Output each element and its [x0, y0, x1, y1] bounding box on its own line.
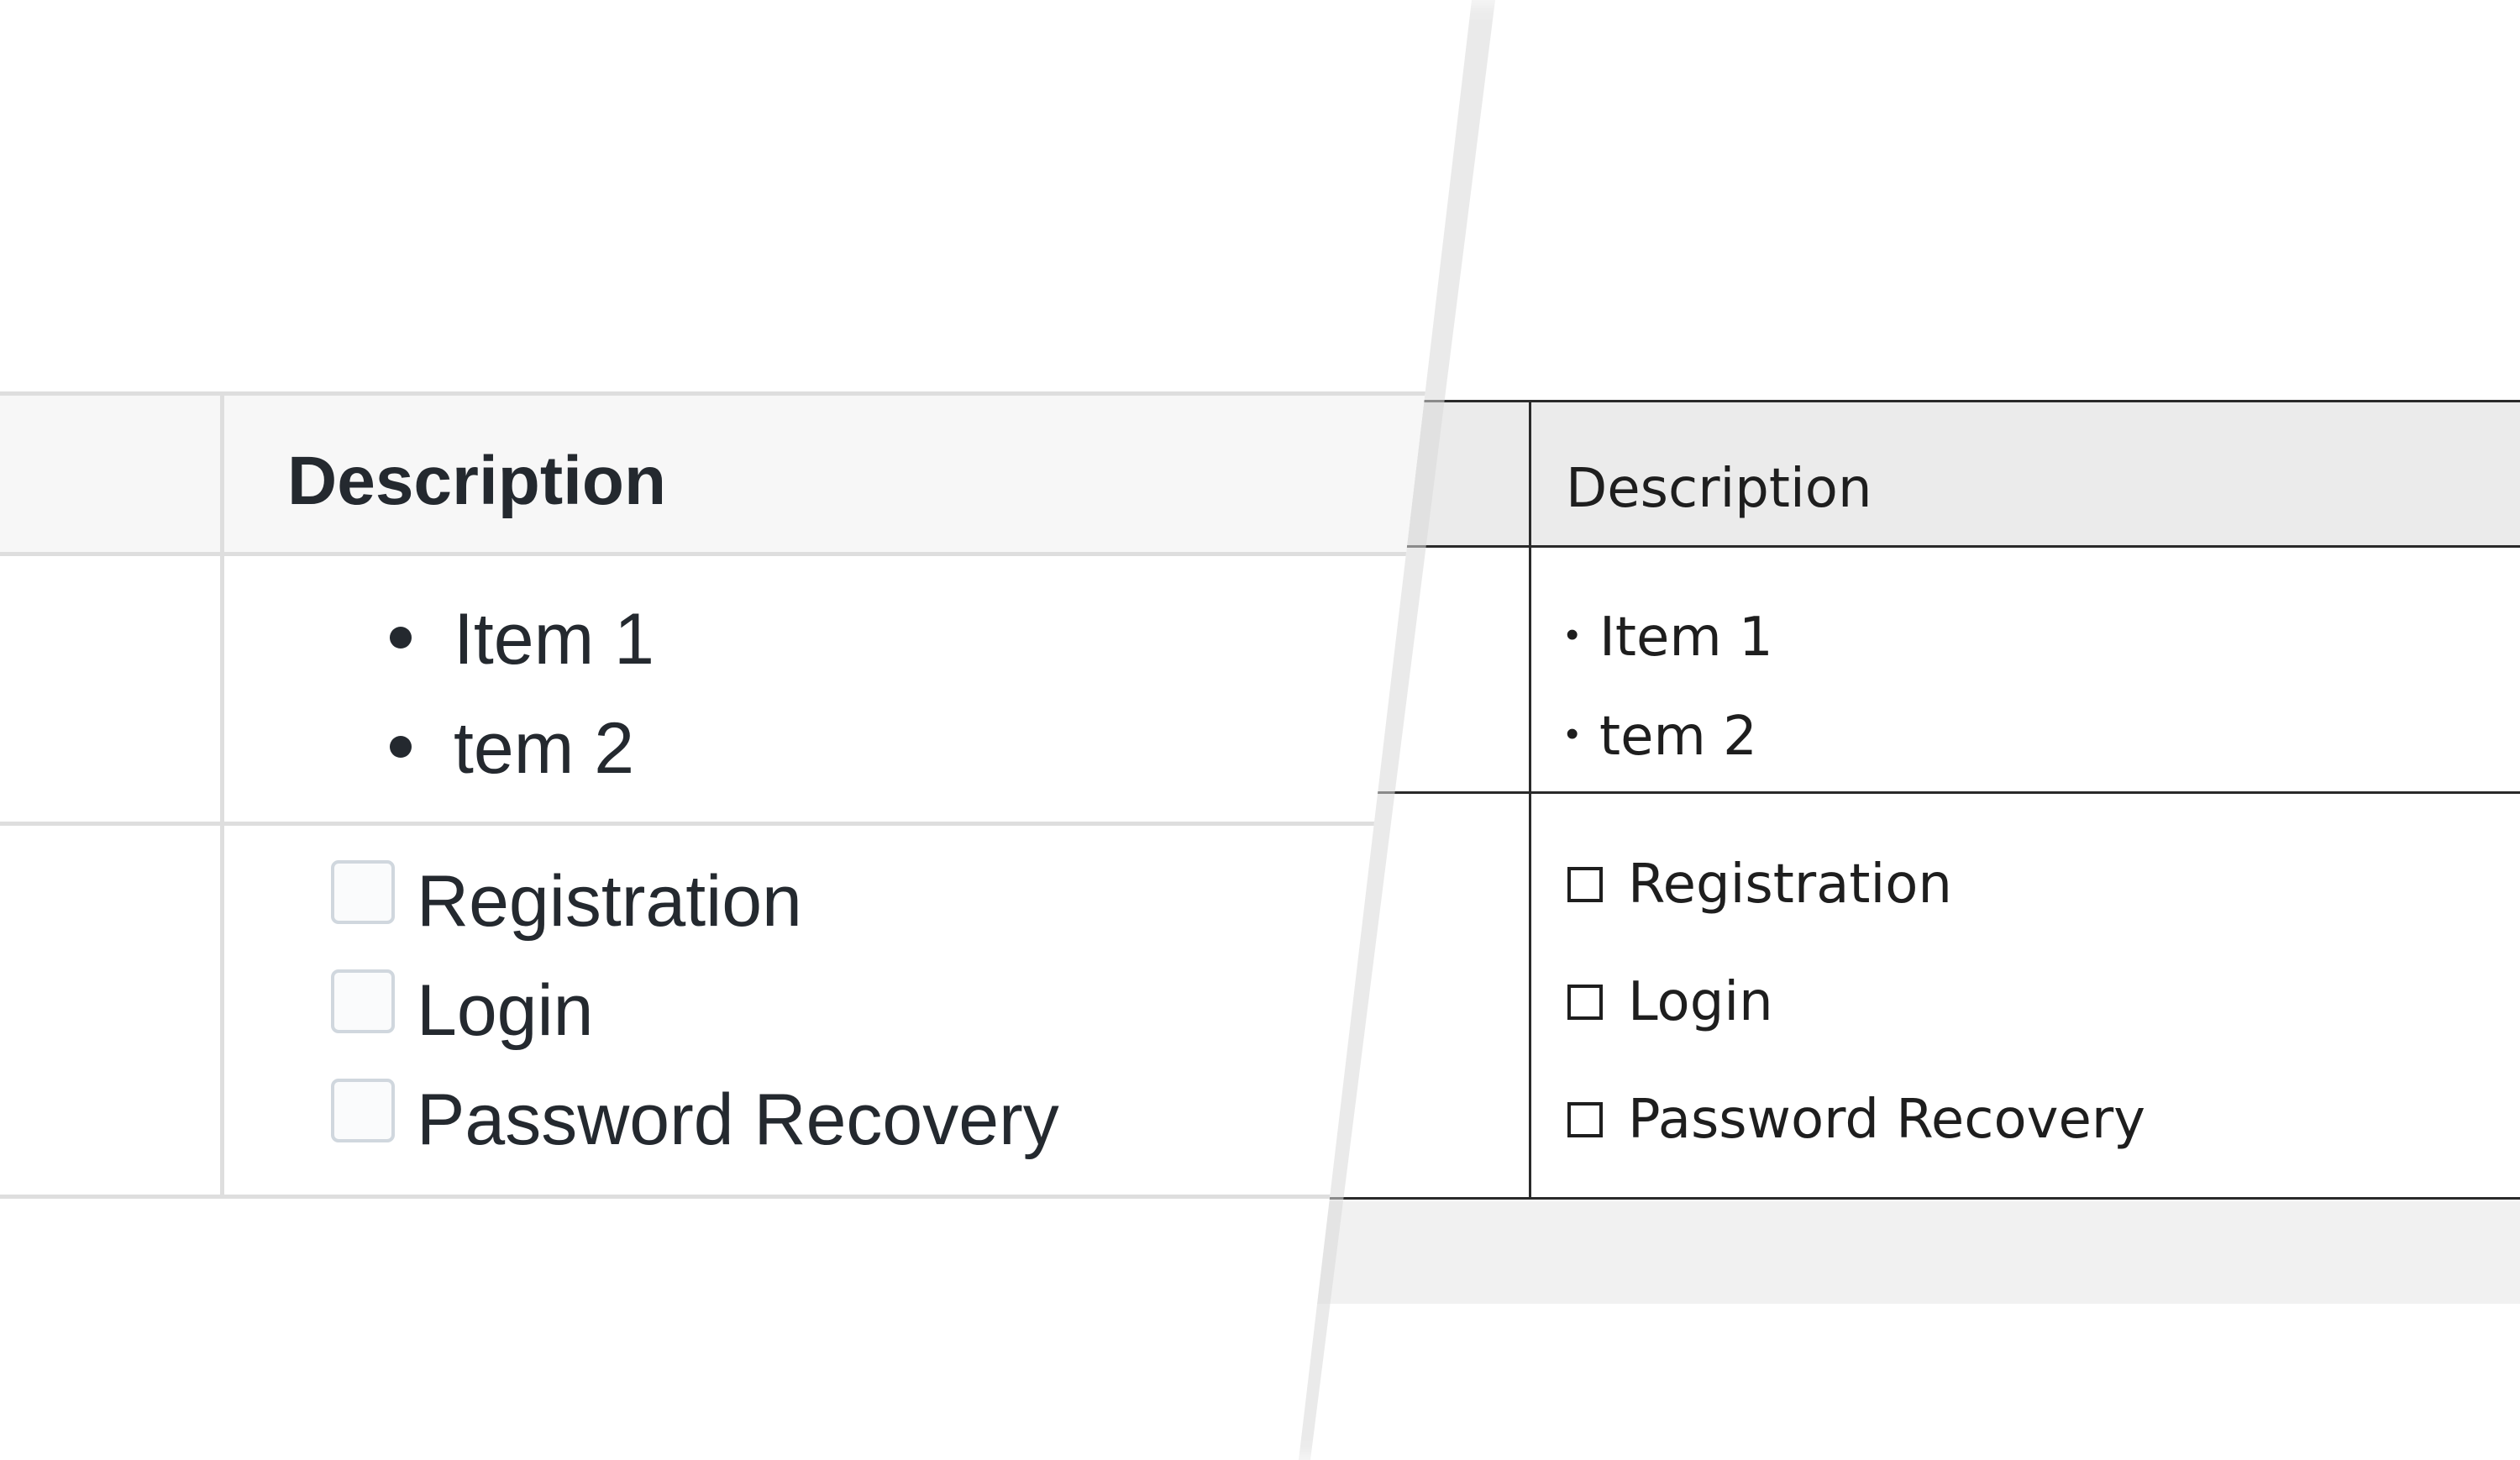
left-table-header-row — [0, 391, 1428, 556]
right-checkbox-login[interactable] — [1567, 985, 1603, 1020]
right-bullet-marker: • — [1566, 614, 1579, 655]
right-header-description: Description — [1566, 458, 1872, 520]
right-table-bottom-border — [1310, 1197, 2520, 1200]
right-task-password-recovery: Password Recovery — [1628, 1089, 2146, 1151]
right-row-divider — [1310, 791, 2520, 794]
left-table-bottom-border — [0, 1195, 1428, 1199]
right-table-header-row — [1310, 400, 2520, 548]
right-description-table: Description • Item 1 • tem 2 Registratio… — [1310, 400, 2520, 1200]
right-column-divider — [1529, 400, 1531, 1200]
left-task-password-recovery: Password Recovery — [417, 1079, 1059, 1160]
right-task-login: Login — [1628, 971, 1773, 1033]
left-task-registration: Registration — [417, 861, 802, 942]
left-bullet-marker — [390, 736, 412, 758]
left-bullet-marker — [390, 627, 412, 649]
right-bullet-marker: • — [1566, 713, 1579, 754]
left-checkbox-registration[interactable] — [331, 860, 395, 924]
left-row-divider — [0, 822, 1428, 826]
right-checkbox-registration[interactable] — [1567, 867, 1603, 902]
right-checkbox-password-recovery[interactable] — [1567, 1102, 1603, 1137]
left-list-item-2: tem 2 — [454, 708, 635, 789]
left-checkbox-login[interactable] — [331, 969, 395, 1033]
right-bottom-band — [1310, 1201, 2520, 1304]
right-task-registration: Registration — [1628, 853, 1952, 916]
right-list-item-2: tem 2 — [1599, 706, 1757, 768]
left-column-divider — [220, 391, 224, 1198]
left-list-item-1: Item 1 — [454, 599, 654, 680]
left-header-description: Description — [287, 443, 667, 519]
left-checkbox-password-recovery[interactable] — [331, 1079, 395, 1142]
right-list-item-1: Item 1 — [1599, 607, 1773, 669]
left-task-login: Login — [417, 970, 594, 1051]
